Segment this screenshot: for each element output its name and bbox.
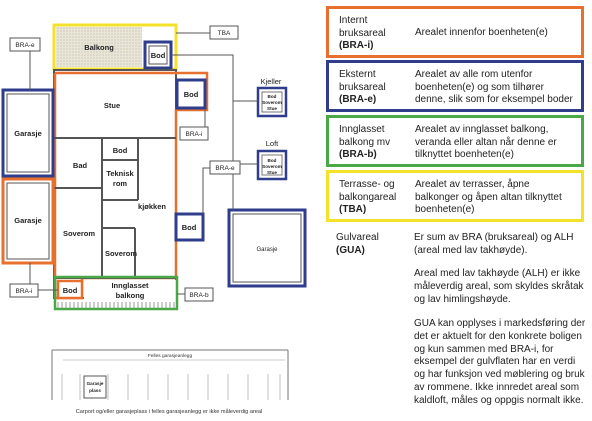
tag-tba: TBA xyxy=(209,25,239,40)
garasje-detached-label: Garasje xyxy=(256,247,278,253)
legend-tba-description: Arealet av terrasser, åpne balkonger og … xyxy=(415,179,562,215)
gua-paragraph-1: Er sum av BRA (bruksareal) og ALH (areal… xyxy=(414,232,574,256)
garasjeplass-box xyxy=(83,375,107,399)
bod-bottom-label: Bod xyxy=(63,286,78,295)
svg-text:Stue: Stue xyxy=(267,106,277,111)
legend-bra-b-description: Arealet av innglasset balkong, veranda e… xyxy=(415,124,557,160)
tag-bra-e-top: BRA-e xyxy=(9,37,41,52)
kjokken-label: kjøkken xyxy=(138,202,166,211)
svg-text:Bod: Bod xyxy=(268,158,277,163)
stue-label: Stue xyxy=(104,101,120,110)
svg-text:TBA: TBA xyxy=(218,30,231,37)
gua-term: Gulvareal (GUA) xyxy=(336,232,379,256)
bod-kjokken-outline xyxy=(174,212,205,242)
garasje-top-outline xyxy=(1,88,55,178)
railing xyxy=(56,302,175,308)
legend-bra-b: Innglasset balkong mv (BRA-b) Arealet av… xyxy=(326,115,584,167)
tag-bra-i-bottom: BRA-i xyxy=(9,283,39,298)
tag-bra-e-right: BRA-e xyxy=(209,160,241,175)
balkong-area xyxy=(56,27,142,67)
legend-bra-e: Eksternt bruksareal (BRA-e) Arealet av a… xyxy=(326,60,584,112)
legend-tba: Terrasse- og balkongareal (TBA) Arealet … xyxy=(326,170,584,222)
svg-text:Bod: Bod xyxy=(268,94,277,99)
loft-box xyxy=(256,149,288,181)
svg-text:BRA-i: BRA-i xyxy=(186,131,203,138)
svg-text:BRA-e: BRA-e xyxy=(215,165,235,172)
carport-caption: Carport og/eller garasjeplass i felles g… xyxy=(76,408,263,415)
floorplan-diagram: Balkong Bod Stue Bad Bod Teknisk rom kjø… xyxy=(1,23,307,415)
carport-area xyxy=(51,349,289,400)
kjeller-label: Kjeller xyxy=(261,77,282,86)
svg-text:BRA-e: BRA-e xyxy=(15,42,35,49)
legend-bra-i: Internt bruksareal (BRA-i) Arealet innen… xyxy=(326,6,584,58)
bad-label: Bad xyxy=(73,161,88,170)
svg-text:BRA-i: BRA-i xyxy=(16,288,33,295)
bra-b-outline xyxy=(53,275,179,311)
garasje-bottom-outline xyxy=(1,177,55,265)
teknisk-label: Teknisk xyxy=(106,169,134,178)
legend-bra-b-term: Innglasset balkong mv (BRA-b) xyxy=(339,124,391,160)
svg-text:Stue: Stue xyxy=(267,170,277,175)
kjeller-box xyxy=(256,86,288,118)
bod-top-label: Bod xyxy=(151,51,166,60)
loft-label: Loft xyxy=(266,139,279,148)
garasjeplass-label-2: plass xyxy=(89,388,101,393)
innglasset-label-1: Innglasset xyxy=(111,281,149,290)
soverom-right-label: Soverom xyxy=(105,249,137,258)
garasje-detached-outline xyxy=(227,208,307,288)
tag-bra-b: BRA-b xyxy=(184,287,214,302)
bod-kjokken-label: Bod xyxy=(182,223,197,232)
legend-bra-e-term: Eksternt bruksareal (BRA-e) xyxy=(339,69,386,105)
bod-stue-outline xyxy=(175,78,207,110)
legend-bra-i-term: Internt bruksareal (BRA-i) xyxy=(339,15,386,51)
svg-text:Soverom: Soverom xyxy=(262,164,282,169)
gua-paragraph-3: GUA kan opplyses i markedsføring der det… xyxy=(414,318,586,406)
soverom-left-label: Soverom xyxy=(63,229,95,238)
carport-title: Felles garasjeanlegg xyxy=(148,353,193,359)
bod-mid-label: Bod xyxy=(113,146,128,155)
garasje-bottom-label: Garasje xyxy=(14,216,42,225)
garasjeplass-label-1: Garasje xyxy=(87,381,104,386)
innglasset-label-2: balkong xyxy=(116,291,145,300)
balkong-label: Balkong xyxy=(84,43,114,52)
legend-bra-e-description: Arealet av alle rom utenfor boenheten(e)… xyxy=(415,69,573,105)
legend-tba-term: Terrasse- og balkongareal (TBA) xyxy=(339,179,397,215)
gua-paragraph-2: Areal med lav takhøyde (ALH) er ikke mål… xyxy=(414,268,584,305)
svg-text:BRA-b: BRA-b xyxy=(189,292,209,299)
legend-bra-i-description: Arealet innenfor boenheten(e) xyxy=(415,27,548,38)
bod-stue-label: Bod xyxy=(184,90,199,99)
svg-text:Soverom: Soverom xyxy=(262,100,282,105)
tag-bra-i-mid: BRA-i xyxy=(179,126,209,141)
rom-label: rom xyxy=(113,179,128,188)
garasje-top-label: Garasje xyxy=(14,129,42,138)
